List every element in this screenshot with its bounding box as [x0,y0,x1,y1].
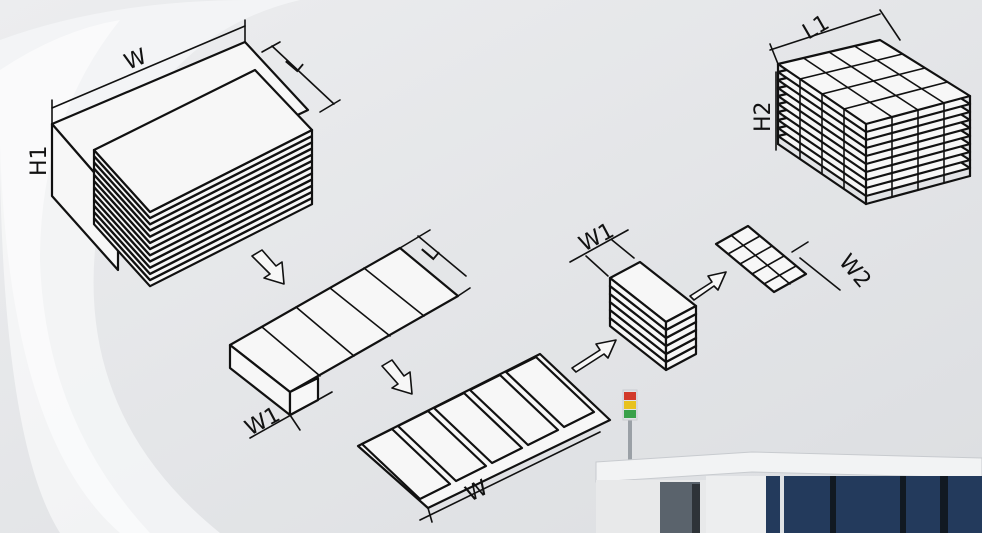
cube-edge [776,142,868,206]
cut-piece [468,373,560,447]
small-stack-front [664,304,698,332]
sheet-strip [228,229,471,439]
tile-row [714,224,841,294]
signal-tower-pole [628,420,632,464]
stack-layers [92,128,314,288]
cube-grid-line [821,67,926,95]
label-h1: H1 [27,145,52,176]
cut-piece [504,355,596,429]
cut-pieces [360,355,596,501]
machine [595,389,982,533]
cube-edge [864,174,972,206]
signal-light-green [624,410,636,418]
cut-piece [360,427,452,501]
process-arrow-2 [381,359,413,395]
machine-panel [766,476,982,533]
cube-grid-line [843,81,949,110]
large-sheet-stack [50,19,341,288]
process-arrow-1 [251,249,285,285]
cut-piece [396,409,488,483]
light-arc-inner [0,20,150,533]
cube-grid-line [853,45,945,104]
signal-light-red [624,392,636,400]
label-h2: H2 [751,101,776,132]
small-stack [569,229,698,372]
process-arrow-3 [571,339,617,373]
cut-piece [432,391,524,465]
cube-stack [769,9,972,206]
cut-pieces-row [356,352,612,523]
process-arrow-4 [689,271,727,301]
signal-light-yellow [624,401,636,409]
